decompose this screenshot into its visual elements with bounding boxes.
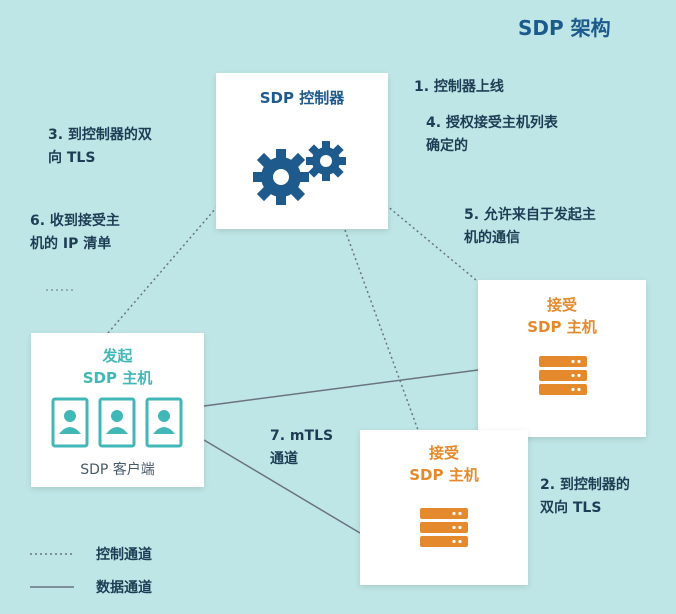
- note-step6-line2: 机的 IP 清单: [30, 236, 112, 252]
- note-step3-line1: 3. 到控制器的双: [48, 127, 152, 143]
- server-icon: [539, 356, 587, 395]
- note-step5-line2: 机的通信: [464, 230, 520, 246]
- diagram-title: SDP 架构: [518, 16, 611, 40]
- legend-data-channel: 数据通道: [96, 580, 152, 596]
- note-step7-line2: 通道: [270, 451, 298, 467]
- accepting-host-box-1: 接受 SDP 主机: [478, 280, 646, 437]
- gears-icon: [253, 141, 346, 205]
- control-line-controller-acceptor1: [385, 204, 477, 281]
- note-step1-text: 1. 控制器上线: [414, 79, 504, 95]
- note-step4-line2: 确定的: [426, 138, 468, 154]
- controller-box: SDP 控制器: [216, 73, 388, 229]
- note-step1: 1. 控制器上线: [414, 76, 504, 99]
- note-step7-line1: 7. mTLS: [270, 428, 334, 444]
- control-line-controller-acceptor2: [344, 229, 419, 431]
- accepting-host-2-title-line2: SDP 主机: [409, 466, 479, 484]
- controller-title: SDP 控制器: [259, 89, 345, 107]
- initiating-host-title-line1: 发起: [102, 347, 133, 365]
- accepting-host-1-title-line1: 接受: [546, 296, 577, 314]
- note-step6-line1: 6. 收到接受主: [30, 213, 120, 229]
- initiating-host-box: 发起 SDP 主机 SDP 客户端: [31, 333, 204, 487]
- note-step6: 6. 收到接受主 机的 IP 清单: [30, 210, 120, 256]
- server-icon: [420, 508, 468, 547]
- note-step4: 4. 授权接受主机列表 确定的: [426, 112, 558, 158]
- initiating-host-title-line2: SDP 主机: [82, 369, 153, 387]
- legend-solid-line-icon: [30, 586, 74, 588]
- data-line-initiator-acceptor2: [203, 439, 361, 534]
- note-step4-line1: 4. 授权接受主机列表: [426, 115, 558, 131]
- note-step7: 7. mTLS 通道: [270, 425, 333, 471]
- note-step5: 5. 允许来自于发起主 机的通信: [464, 204, 596, 250]
- accepting-host-box-2: 接受 SDP 主机: [360, 430, 528, 585]
- note-step2-line2: 双向 TLS: [540, 500, 602, 516]
- note-step3: 3. 到控制器的双 向 TLS: [48, 124, 152, 170]
- accepting-host-1-title-line2: SDP 主机: [527, 318, 597, 336]
- note-step5-line1: 5. 允许来自于发起主: [464, 207, 596, 223]
- control-line-initiator-controller: [107, 207, 217, 334]
- accepting-host-2-title-line1: 接受: [428, 444, 459, 462]
- legend-control-channel: 控制通道: [96, 547, 152, 563]
- note-step3-line2: 向 TLS: [48, 150, 96, 166]
- user-cards-icon: [51, 397, 183, 448]
- legend-dotted-line-icon: [30, 553, 74, 555]
- client-label: SDP 客户端: [80, 462, 155, 478]
- data-line-initiator-acceptor1: [203, 369, 479, 407]
- note-step2-line1: 2. 到控制器的: [540, 477, 630, 493]
- note-step2: 2. 到控制器的 双向 TLS: [540, 474, 630, 520]
